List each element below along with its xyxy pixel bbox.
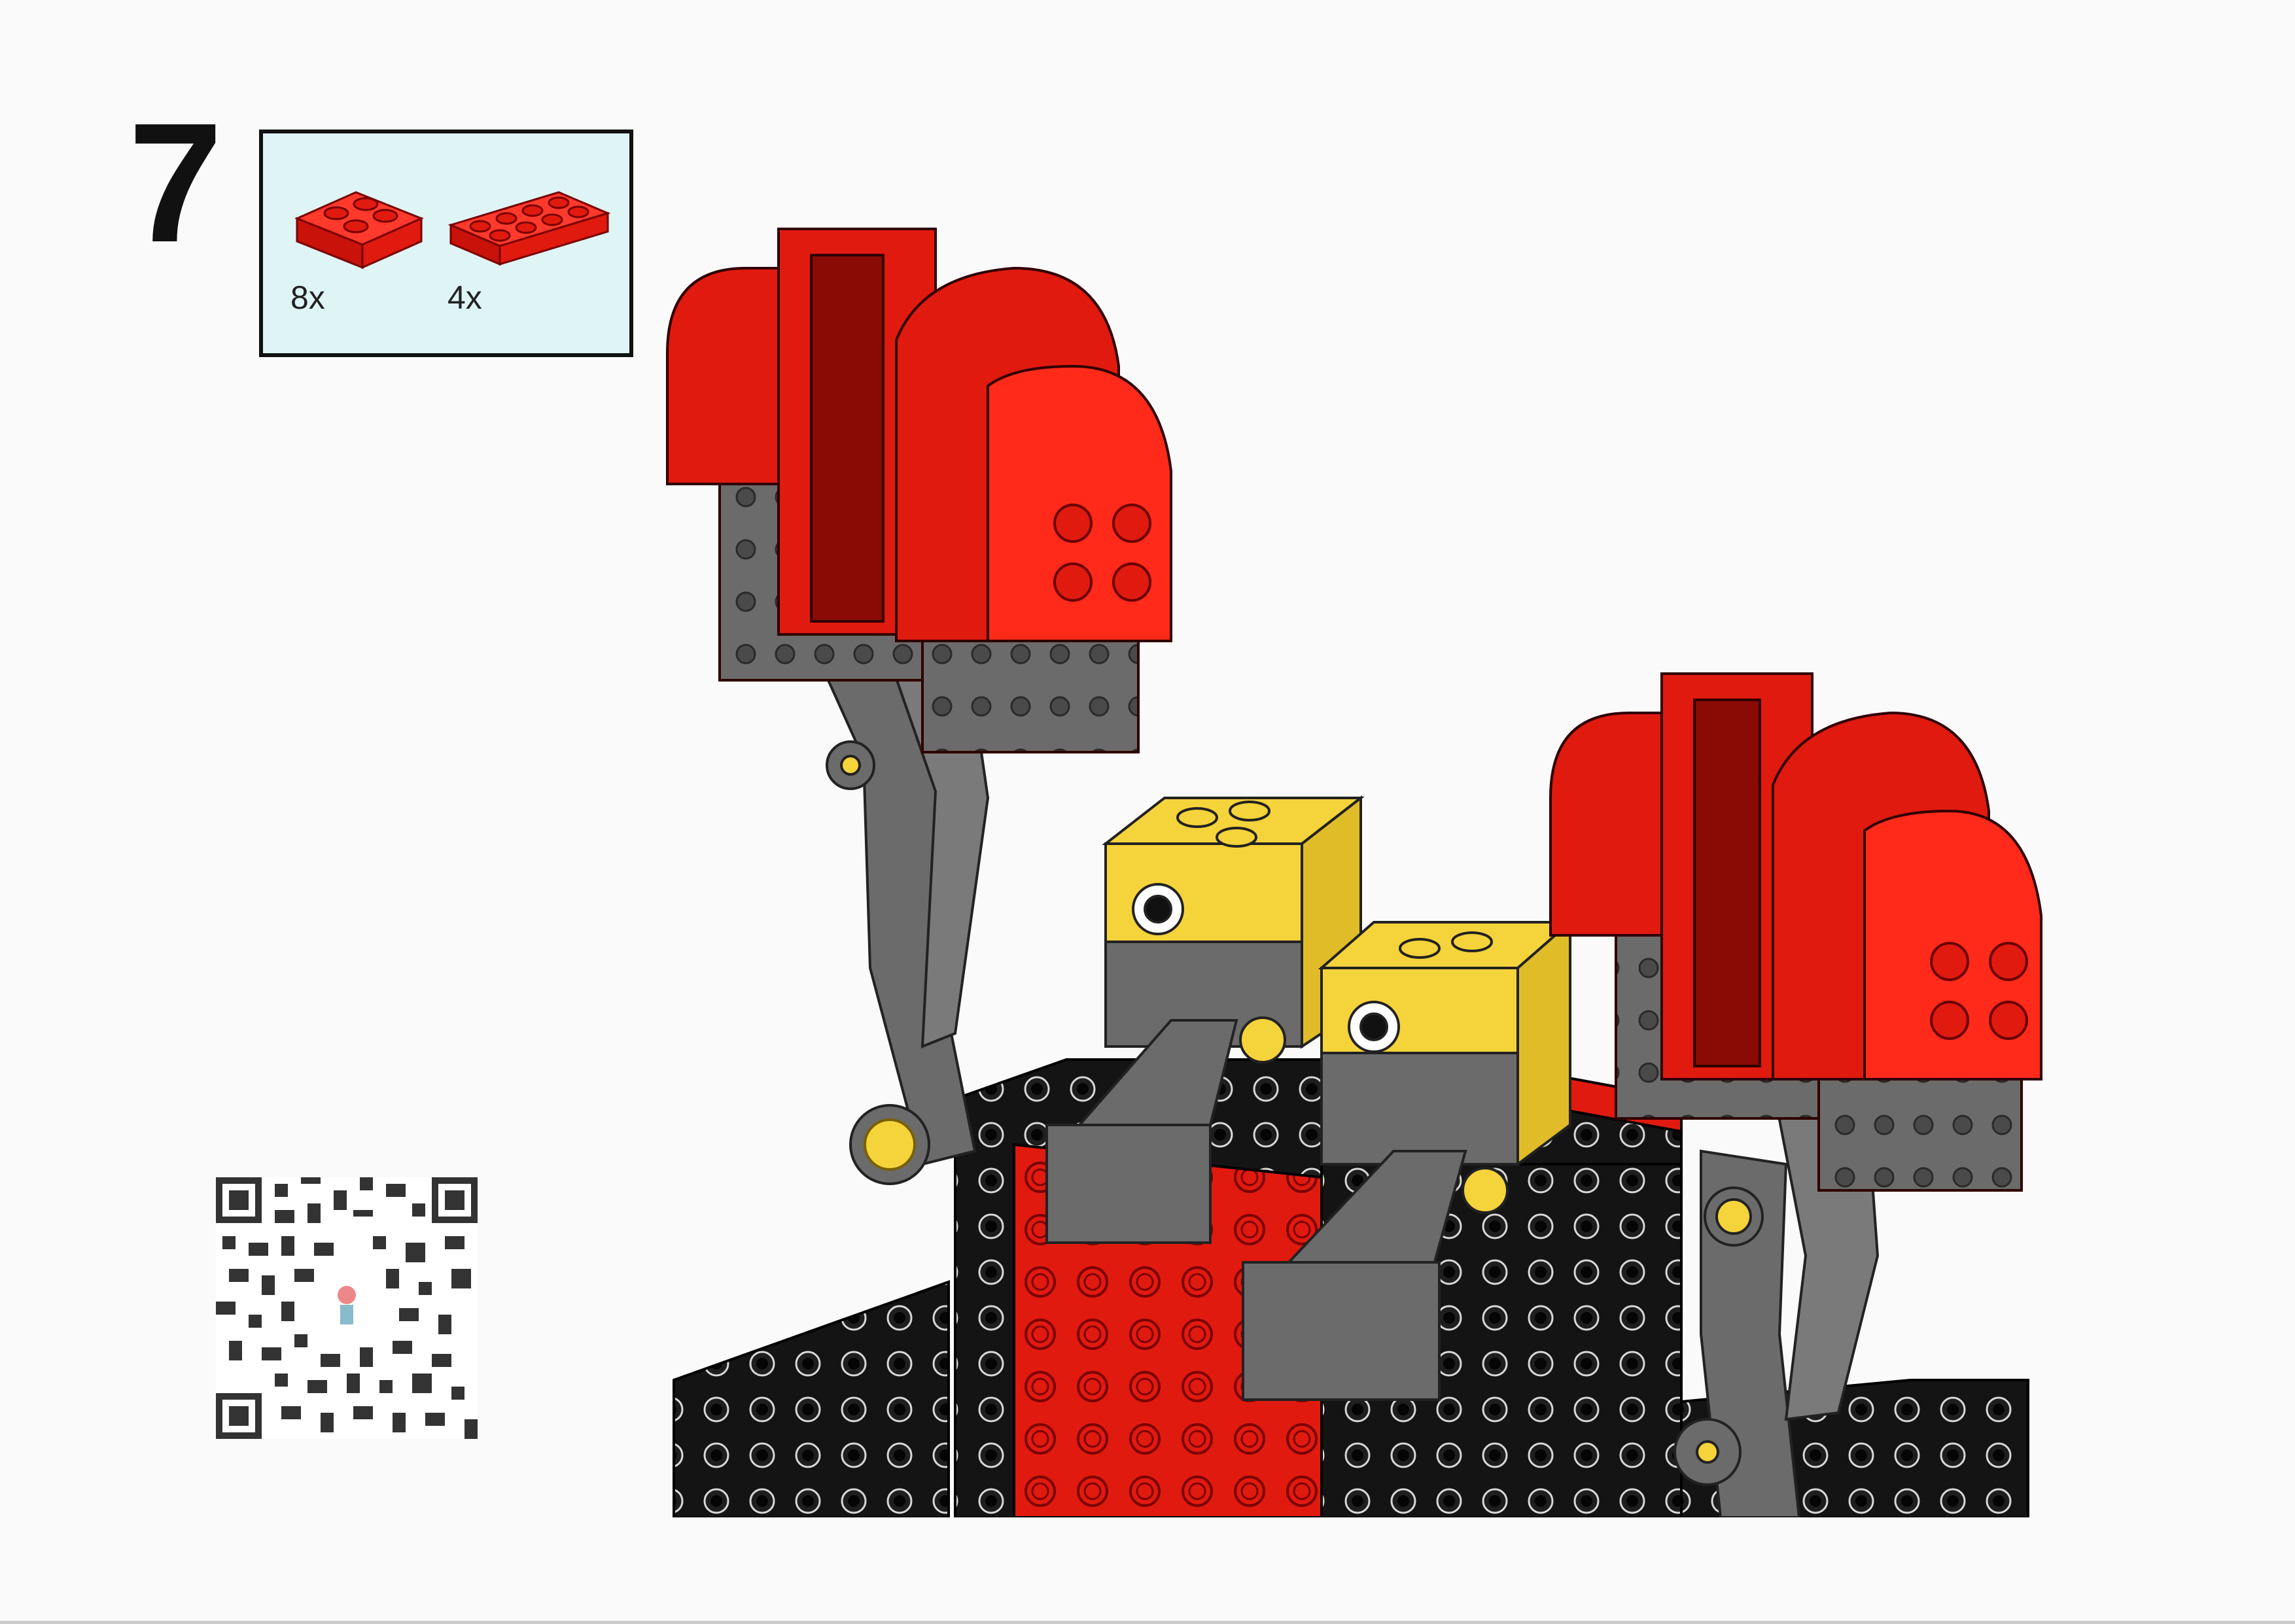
part-plate-2x4 <box>447 173 611 271</box>
left-gripper <box>667 229 1171 752</box>
part-quantity: 4x <box>447 279 482 317</box>
part-curved-plate-2x2 <box>290 173 428 271</box>
red-curved-plate-icon <box>290 173 428 271</box>
bottom-divider <box>0 1621 2295 1624</box>
right-gripper <box>1550 674 2041 1190</box>
part-quantity: 8x <box>290 279 325 317</box>
figure-icon <box>338 1286 356 1324</box>
red-plate-icon <box>447 173 611 271</box>
qr-code-icon <box>216 1177 478 1439</box>
parts-list-box: 8x 4x <box>259 130 633 357</box>
model-illustration <box>648 105 2087 1517</box>
step-number: 7 <box>128 98 223 268</box>
